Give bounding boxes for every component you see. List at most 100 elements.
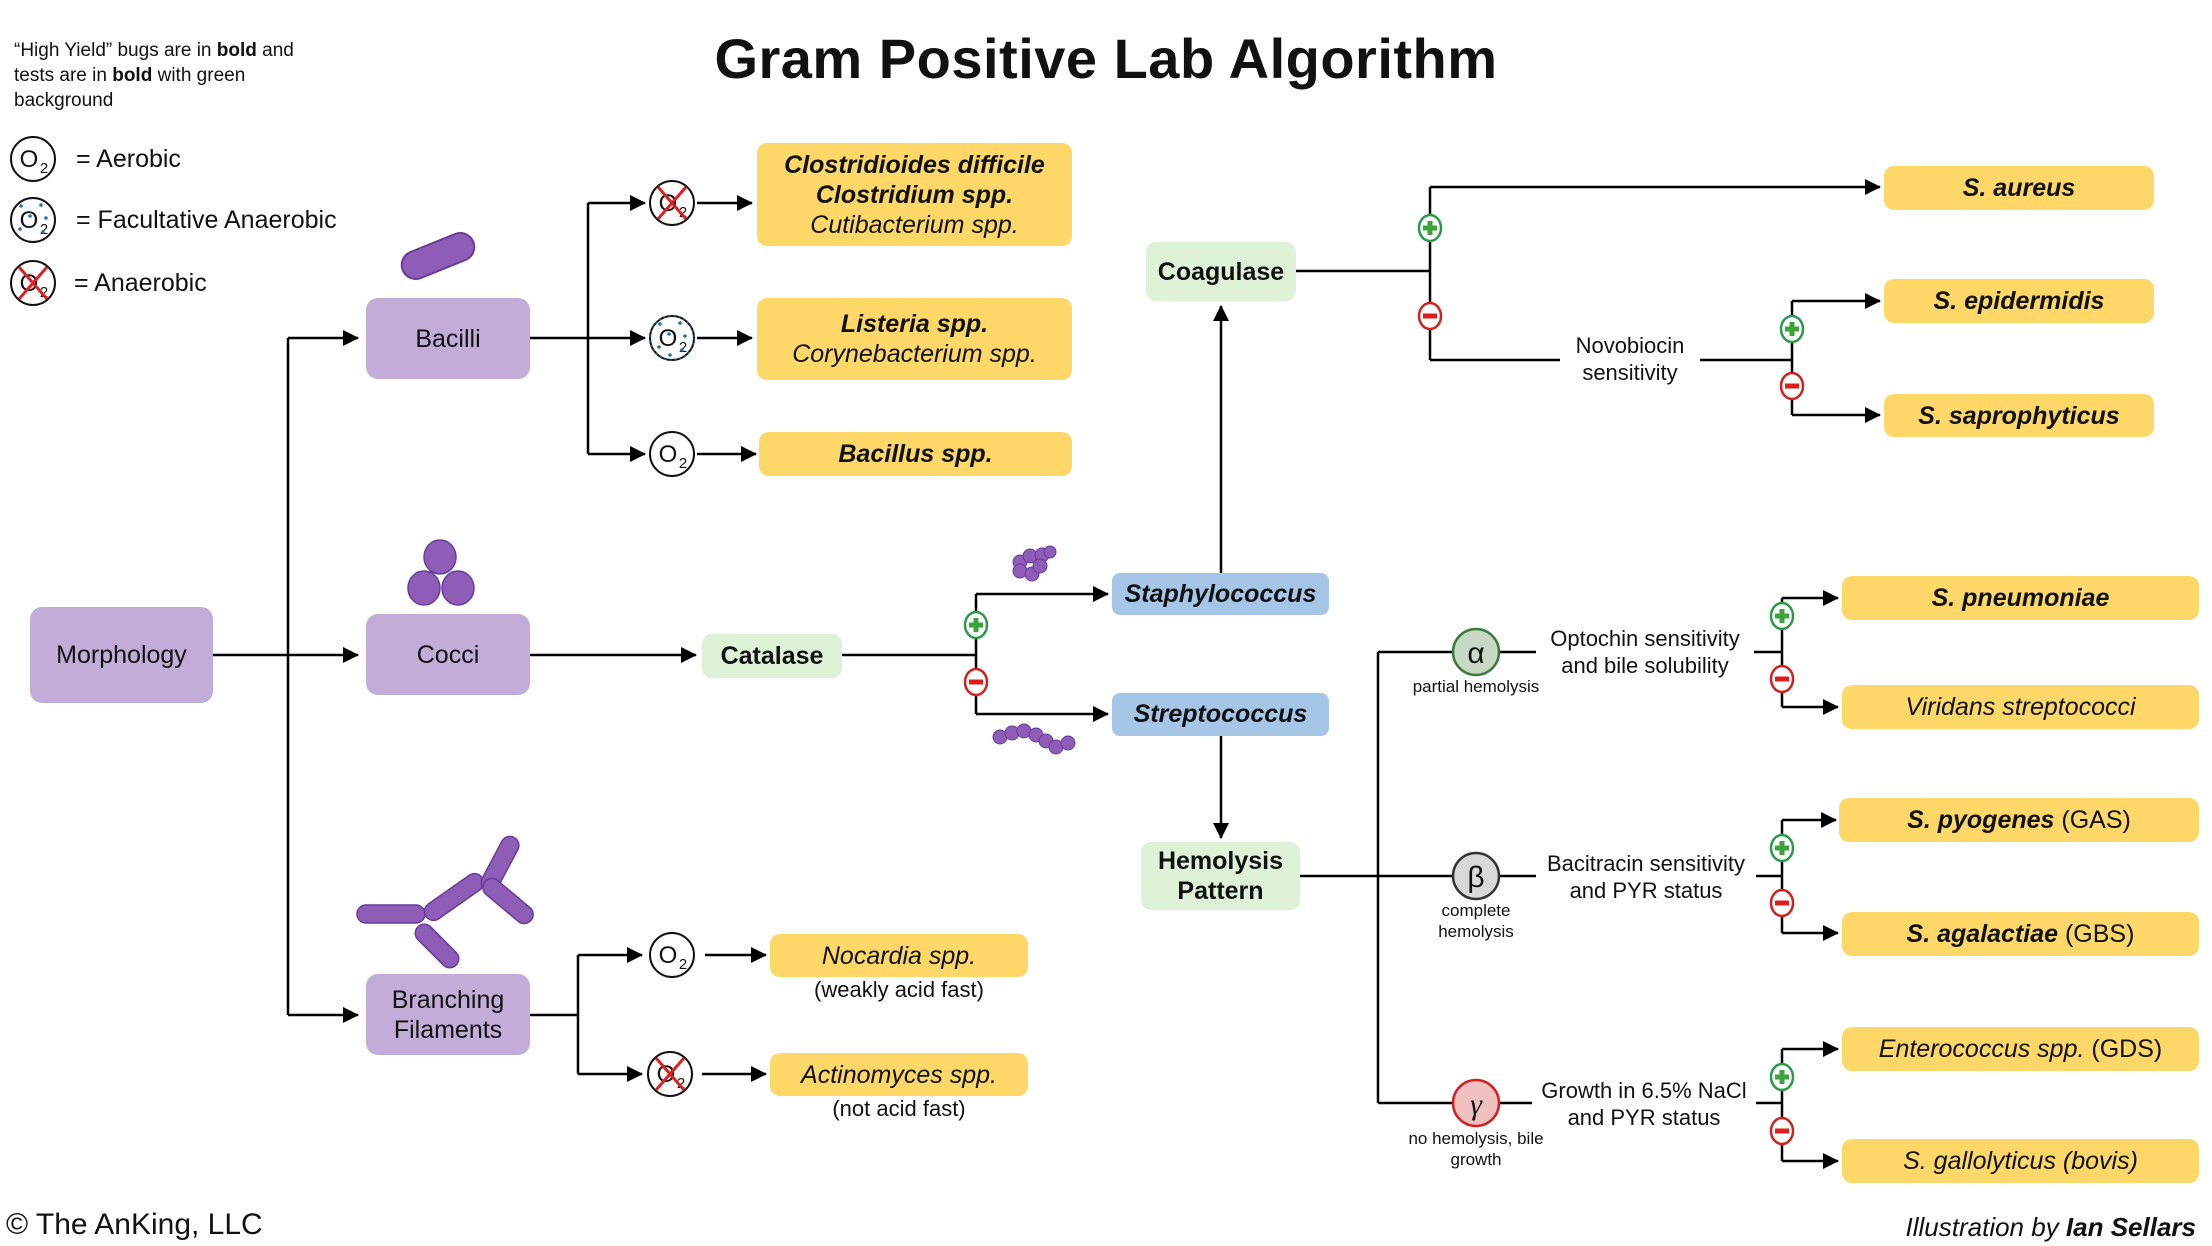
legend-note-text: “High Yield” bugs are in — [14, 40, 217, 61]
legend-note: “High Yield” bugs are in bold and tests … — [14, 38, 314, 113]
catalase-negative-icon — [963, 667, 989, 697]
svg-text:β: β — [1467, 861, 1484, 894]
result-line: S. epidermidis — [1933, 287, 2105, 315]
bacitracin-test: Bacitracin sensitivity and PYR status — [1536, 850, 1756, 904]
morphology-node[interactable]: Morphology — [30, 607, 213, 703]
result-s-gallolyticus[interactable]: S. gallolyticus (bovis) — [1842, 1139, 2199, 1183]
result-s-agalactiae[interactable]: S. agalactiae (GBS) — [1842, 912, 2199, 956]
result-line: S. aureus — [1962, 174, 2076, 202]
legend-aerobic: = Aerobic — [66, 134, 181, 184]
result-line: Listeria spp. — [840, 310, 989, 338]
node-label: Morphology — [56, 641, 187, 669]
legend-anaerobic: = Anaerobic — [64, 258, 207, 308]
result-viridans[interactable]: Viridans streptococci — [1842, 685, 2199, 729]
anaerobic-o2-icon — [649, 180, 695, 226]
optochin-test: Optochin sensitivity and bile solubility — [1536, 625, 1754, 679]
result-line: Actinomyces spp. — [801, 1060, 997, 1089]
anaerobic-o2-icon — [647, 1051, 693, 1097]
result-s-saprophyticus[interactable]: S. saprophyticus — [1884, 394, 2154, 437]
legend-note-bold: bold — [112, 65, 153, 86]
result-s-pyogenes[interactable]: S. pyogenes (GAS) — [1839, 798, 2199, 842]
result-clostridium[interactable]: Clostridioides difficile Clostridium spp… — [757, 143, 1072, 246]
result-line: Nocardia spp. — [821, 941, 977, 970]
coccus-cluster-icon — [407, 539, 475, 606]
catalase-test[interactable]: Catalase — [702, 634, 842, 678]
actinomyces-note: (not acid fast) — [832, 1096, 966, 1121]
credit-prefix: Illustration by — [1905, 1212, 2066, 1242]
result-nocardia[interactable]: Nocardia spp. — [770, 934, 1028, 977]
bacilli-node[interactable]: Bacilli — [366, 298, 530, 379]
optochin-negative-icon — [1769, 664, 1795, 694]
result-actinomyces[interactable]: Actinomyces spp. — [770, 1053, 1028, 1096]
result-line: Bacillus spp. — [838, 440, 993, 468]
alpha-hemolysis-icon: α — [1451, 627, 1501, 677]
svg-text:γ: γ — [1470, 1088, 1483, 1121]
node-label: Branching Filaments — [391, 985, 505, 1044]
result-listeria[interactable]: Listeria spp. Corynebacterium spp. — [757, 298, 1072, 380]
legend-label: = Aerobic — [76, 144, 181, 173]
page-title: Gram Positive Lab Algorithm — [714, 27, 1498, 90]
result-line: Clostridium spp. — [815, 180, 1014, 209]
coagulase-negative-icon — [1417, 301, 1443, 331]
illustration-credit: Illustration by Ian Sellars — [1906, 1212, 2196, 1243]
aerobic-o2-icon — [649, 932, 695, 978]
result-line: S. pneumoniae — [1931, 584, 2110, 612]
cocci-node[interactable]: Cocci — [366, 614, 530, 695]
legend-note-text: with green background — [14, 65, 246, 111]
result-line: S. saprophyticus — [1918, 401, 2120, 430]
result-line: Enterococcus spp. — [1878, 1035, 2085, 1063]
hemolysis-pattern-test[interactable]: Hemolysis Pattern — [1141, 842, 1300, 910]
result-line: Cutibacterium spp. — [810, 210, 1019, 239]
legend-aerobic-icon — [10, 136, 56, 182]
node-label: Bacilli — [415, 324, 481, 353]
bacitracin-positive-icon — [1769, 833, 1795, 863]
result-s-aureus[interactable]: S. aureus — [1884, 166, 2154, 210]
legend-label: = Anaerobic — [74, 268, 207, 297]
test-label: Catalase — [720, 642, 824, 670]
result-line: Viridans streptococci — [1905, 693, 2136, 721]
optochin-positive-icon — [1769, 601, 1795, 631]
streptococcus-node[interactable]: Streptococcus — [1112, 693, 1329, 736]
result-group: (GDS) — [2091, 1035, 2163, 1063]
staphylococcus-node[interactable]: Staphylococcus — [1112, 573, 1329, 615]
illustrator-name: Ian Sellars — [2065, 1212, 2196, 1242]
result-line: S. gallolyticus (bovis) — [1903, 1147, 2138, 1175]
legend-note-text: and tests are in — [14, 40, 294, 86]
test-label: Coagulase — [1157, 257, 1285, 286]
result-s-pneumoniae[interactable]: S. pneumoniae — [1842, 576, 2199, 620]
result-s-epidermidis[interactable]: S. epidermidis — [1884, 279, 2154, 323]
nacl-positive-icon — [1769, 1062, 1795, 1092]
beta-hemolysis-icon: β — [1451, 851, 1501, 901]
coagulase-positive-icon — [1417, 213, 1443, 243]
node-label: Cocci — [416, 640, 480, 669]
result-line: S. agalactiae — [1906, 920, 2059, 948]
streptococcus-chain-icon — [992, 723, 1076, 755]
branching-filaments-node[interactable]: Branching Filaments — [366, 974, 530, 1055]
result-group: (GAS) — [2061, 806, 2131, 834]
catalase-positive-icon — [963, 610, 989, 640]
svg-text:α: α — [1467, 637, 1484, 670]
beta-caption: complete hemolysis — [1438, 901, 1514, 941]
result-line: Corynebacterium spp. — [792, 340, 1037, 368]
legend-note-bold: bold — [216, 40, 257, 61]
legend-label: = Facultative Anaerobic — [76, 205, 337, 234]
novobiocin-positive-icon — [1779, 314, 1805, 344]
facultative-anaerobic-o2-icon — [649, 315, 695, 361]
nocardia-note: (weakly acid fast) — [814, 977, 984, 1002]
legend-facultative: = Facultative Anaerobic — [66, 195, 337, 245]
coagulase-test[interactable]: Coagulase — [1146, 242, 1296, 301]
genus-label: Streptococcus — [1133, 700, 1308, 728]
copyright: © The AnKing, LLC — [6, 1208, 263, 1241]
nacl-negative-icon — [1769, 1116, 1795, 1146]
result-enterococcus[interactable]: Enterococcus spp. (GDS) — [1842, 1027, 2199, 1071]
legend-anaerobic-icon — [10, 260, 56, 306]
staphylococcus-cluster-icon — [1012, 545, 1057, 582]
result-bacillus[interactable]: Bacillus spp. — [759, 432, 1072, 476]
novobiocin-test: Novobiocin sensitivity — [1560, 332, 1700, 386]
branching-filament-icon — [356, 835, 534, 969]
result-line: S. pyogenes — [1907, 806, 2055, 834]
result-line: Clostridioides difficile — [784, 150, 1045, 179]
gamma-caption: no hemolysis, bile growth — [1408, 1129, 1544, 1169]
aerobic-o2-icon — [649, 431, 695, 477]
